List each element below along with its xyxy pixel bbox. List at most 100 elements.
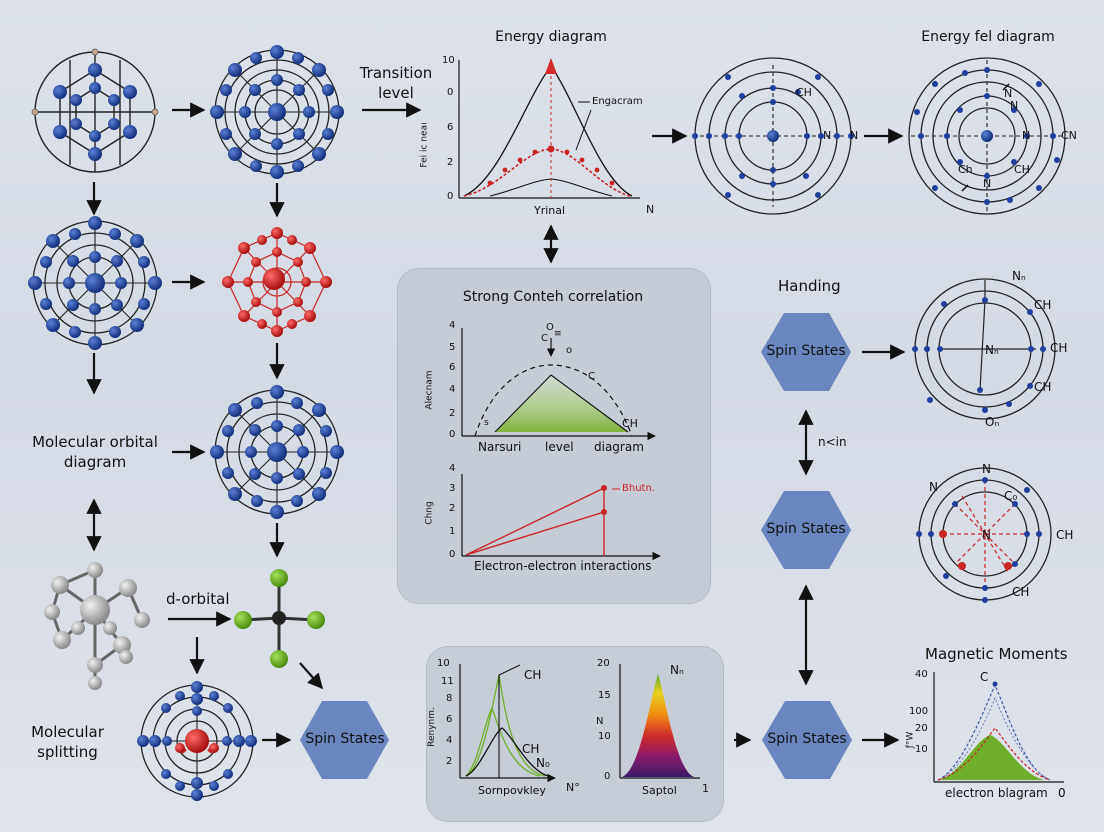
sc-top-ytick-6: 0 — [449, 429, 456, 440]
spin-states-label-2: Spin States — [766, 521, 846, 537]
sc-bot-ytick-4: 1 — [449, 526, 456, 537]
orbit-nn-label-5: CH — [1034, 380, 1052, 394]
handing-label: Handing — [778, 277, 841, 295]
energy-ytick-4: 2 — [447, 157, 454, 168]
magnetic-moments-title: Magnetic Moments — [925, 645, 1068, 663]
orbit-nn-label-2: CH — [1034, 298, 1052, 312]
bl-ytick-6: 2 — [446, 756, 453, 767]
bl-xlabel: Sornpovkley — [478, 784, 546, 797]
br-x-end: 1 — [702, 782, 709, 795]
mag-ytick-3: 20 — [915, 723, 928, 734]
sc-peak-label-4: o — [566, 345, 573, 356]
magnetic-moments-chart — [933, 672, 1064, 783]
energy-fel-label-3: N — [1010, 99, 1019, 112]
bl-ytick-1: 10 — [437, 658, 450, 669]
bl-label-2: CH — [522, 742, 540, 756]
molecular-splitting-label: Molecular splitting — [31, 723, 104, 761]
energy-fel-label-7: N — [983, 177, 992, 190]
energy-fel-label-6: Ch — [958, 163, 973, 176]
sc-bot-legend: Bhutn. — [622, 483, 655, 494]
orbit-red-label-5: CH — [1056, 528, 1074, 542]
spin-hexagon-4 — [300, 701, 389, 779]
energy-fel-label-8: CH — [1014, 163, 1030, 176]
flow-arrows — [86, 102, 906, 748]
sc-right-end: CH — [622, 417, 638, 430]
br-ytick-4: 0 — [604, 771, 611, 782]
bl-x-end: N° — [566, 781, 580, 794]
mag-xlabel: electron blagram — [945, 786, 1048, 800]
orbit-nn-label-4: CH — [1050, 341, 1068, 355]
sc-peak-label-3: ≡ — [554, 329, 562, 339]
mag-ytick-4: 10 — [915, 744, 928, 755]
molecule-concentric-3 — [210, 385, 344, 519]
strong-correlation-top-chart — [461, 328, 656, 441]
br-ytick-3: 10 — [598, 731, 611, 742]
energy-fel-label-4: N — [1022, 129, 1031, 142]
br-ytick-1: 20 — [597, 658, 610, 669]
orbit-red-label-3: C₀ — [1004, 489, 1018, 503]
d-orbital-label: d-orbital — [166, 590, 230, 608]
sc-bot-ylabel: Chng — [424, 501, 435, 525]
orbit-ch-label-3: N — [850, 129, 859, 142]
spin-state-hexagons — [300, 313, 852, 779]
strong-correlation-title: Strong Conteh correlation — [462, 289, 644, 305]
orbit-ch-label-2: N — [823, 129, 832, 142]
molecule-gray-cluster — [44, 562, 150, 690]
bottom-left-chart — [459, 664, 556, 783]
bl-label-1: CH — [524, 668, 542, 682]
sc-bot-ytick-1: 4 — [449, 463, 456, 474]
mag-peak-label: C — [980, 670, 989, 684]
distribution-panel — [426, 646, 724, 822]
mag-x-end: 0 — [1058, 786, 1066, 800]
mag-ytick-1: 40 — [915, 669, 928, 680]
molecule-concentric-1 — [210, 45, 344, 179]
orbit-red-label-2: N — [929, 480, 938, 494]
molecule-splitting-atom — [137, 681, 257, 801]
energy-fel-label-5: CN — [1061, 129, 1077, 142]
sc-left-end: s — [484, 418, 489, 428]
energy-diagram-title: Energy diagram — [495, 29, 607, 45]
transition-level-label: Transition level — [359, 64, 433, 102]
sc-top-ytick-1: 4 — [449, 320, 456, 331]
sc-peak-label-1: O — [546, 322, 554, 333]
sc-top-xtick-3: diagram — [594, 440, 644, 454]
orbit-nn-label-3: Nₙ — [985, 343, 999, 357]
bl-ytick-3: 8 — [446, 693, 453, 704]
br-xlabel: Saptol — [642, 784, 677, 797]
energy-ytick-2: 0 — [447, 87, 454, 98]
n-spin-label: n<in — [818, 435, 847, 449]
molecule-hex-network — [31, 48, 159, 173]
sc-peak-label-5: C — [588, 371, 595, 382]
molecular-orbital-label: Molecular orbital diagram — [32, 433, 158, 471]
sc-top-ylabel: Alecnam — [424, 370, 435, 410]
bl-ytick-5: 4 — [446, 735, 453, 746]
spin-states-label-4: Spin States — [305, 731, 385, 747]
spin-states-label-1: Spin States — [766, 343, 846, 359]
spin-hexagon-1 — [761, 313, 851, 391]
orbit-ch-label-1: CH — [796, 86, 812, 99]
strong-correlation-bottom-chart — [461, 474, 661, 561]
sc-top-xtick-1: Narsuri — [478, 440, 522, 454]
energy-ytick-1: 10 — [442, 55, 455, 66]
br-top-label: Nₙ — [670, 663, 684, 677]
orbit-nn-label-6: Oₙ — [985, 415, 1000, 429]
molecule-red-network — [222, 227, 332, 337]
orbit-diagram-cn — [908, 57, 1066, 215]
bottom-right-chart — [619, 664, 700, 779]
orbit-red-label-1: N — [982, 462, 991, 476]
energy-x-end: N — [646, 203, 655, 216]
orbit-red-label-6: CH — [1012, 585, 1030, 599]
orbit-diagram-red-spokes — [916, 467, 1052, 603]
molecule-concentric-2 — [28, 216, 162, 350]
mag-ylabel: ƒ°W — [905, 731, 916, 749]
sc-peak-label-2: C — [541, 333, 548, 344]
sc-bot-ytick-2: 3 — [449, 483, 456, 494]
energy-diagram-chart — [458, 58, 640, 199]
sc-top-ytick-2: 5 — [449, 342, 456, 353]
mag-ytick-2: 100 — [909, 706, 929, 717]
energy-ytick-5: 0 — [447, 191, 454, 202]
sc-top-ytick-5: 2 — [449, 408, 456, 419]
energy-ylabel: Fei ic neaı — [419, 122, 430, 168]
